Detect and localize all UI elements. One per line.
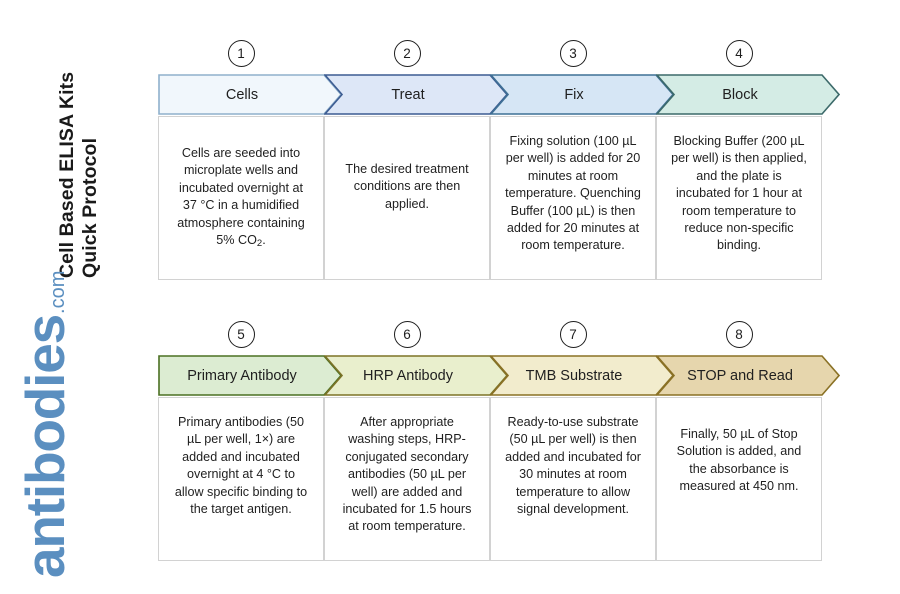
logo-wordmark: antibodies [14,314,76,578]
step-chevron-1[interactable]: Cells [158,74,342,115]
step-description-text-8: Finally, 50 µL of Stop Solution is added… [676,427,802,494]
step-chevron-5[interactable]: Primary Antibody [158,355,342,396]
step-description-text-3: Fixing solution (100 µL per well) is add… [505,134,641,253]
antibodies-logo: antibodies .com [14,271,92,578]
step-number-badge-5: 5 [227,321,255,348]
page-title: Cell Based ELISA Kits Quick Protocol [56,71,101,278]
step-description-cell-2: The desired treatment conditions are the… [324,116,490,280]
step-label-1: Cells [225,86,259,103]
step-number-badge-3: 3 [559,40,587,67]
logo-domain-suffix: .com [47,270,69,314]
step-description-cell-4: Blocking Buffer (200 µL per well) is the… [656,116,822,280]
step-description-cell-8: Finally, 50 µL of Stop Solution is added… [656,397,822,561]
step-label-7: TMB Substrate [525,367,623,384]
step-description-text-6: After appropriate washing steps, HRP-con… [342,415,472,534]
step-label-5: Primary Antibody [187,367,297,384]
step-description-text-5: Primary antibodies (50 µL per well, 1×) … [174,415,308,517]
step-description-cell-7: Ready-to-use substrate (50 µL per well) … [490,397,656,561]
step-label-3: Fix [564,86,584,103]
step-description-cell-1: Cells are seeded into microplate wells a… [158,116,324,280]
step-description-text-7: Ready-to-use substrate (50 µL per well) … [505,415,641,517]
step-chevron-4[interactable]: Block [656,74,840,115]
step-chevron-2[interactable]: Treat [324,74,508,115]
step-description-cell-6: After appropriate washing steps, HRP-con… [324,397,490,561]
step-description-text-2: The desired treatment conditions are the… [345,162,469,211]
step-description-cell-5: Primary antibodies (50 µL per well, 1×) … [158,397,324,561]
step-description-cell-3: Fixing solution (100 µL per well) is add… [490,116,656,280]
step-number-badge-8: 8 [725,321,753,348]
step-number-badge-6: 6 [393,321,421,348]
step-chevron-8[interactable]: STOP and Read [656,355,840,396]
step-label-6: HRP Antibody [362,367,453,384]
step-chevron-3[interactable]: Fix [490,74,674,115]
step-description-text-1: Cells are seeded into microplate wells a… [177,146,305,250]
step-number-badge-7: 7 [559,321,587,348]
step-chevron-7[interactable]: TMB Substrate [490,355,674,396]
step-chevron-6[interactable]: HRP Antibody [324,355,508,396]
step-number-badge-4: 4 [725,40,753,67]
step-label-2: Treat [391,86,425,103]
step-number-badge-2: 2 [393,40,421,67]
step-label-8: STOP and Read [687,367,793,384]
step-number-badge-1: 1 [227,40,255,67]
step-description-text-4: Blocking Buffer (200 µL per well) is the… [671,134,807,253]
step-label-4: Block [722,86,758,103]
